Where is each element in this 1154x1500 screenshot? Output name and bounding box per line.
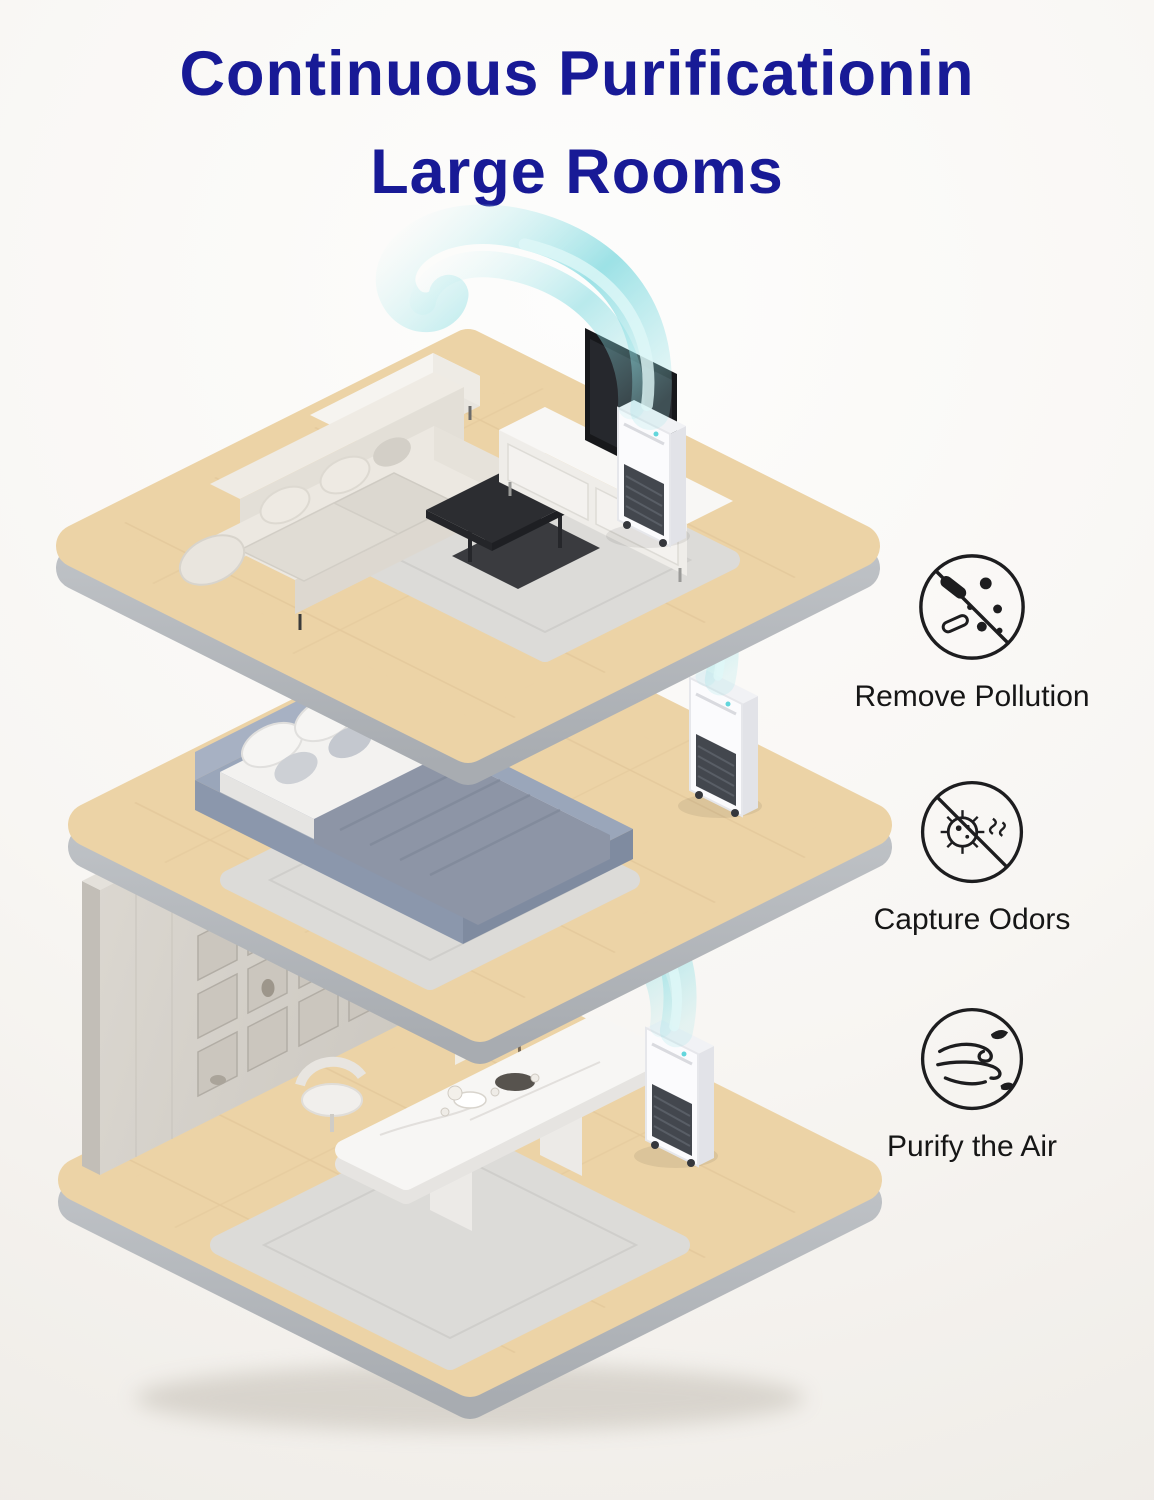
throw-pillow — [319, 455, 371, 495]
title-line-2: Large Rooms — [370, 136, 784, 207]
armrest — [178, 534, 246, 586]
floor-living-room — [56, 213, 880, 785]
chair — [295, 1056, 367, 1132]
rug-border — [261, 1150, 639, 1340]
drawer — [507, 442, 589, 522]
floor-bedroom — [68, 528, 892, 1064]
throw-pillow — [259, 485, 311, 525]
tea-set — [440, 1073, 540, 1117]
page-title: Continuous Purificationin Large Rooms — [0, 26, 1154, 221]
tea-room-rug — [210, 1120, 690, 1370]
seat-cushion — [238, 502, 400, 582]
blanket — [314, 753, 610, 925]
bed — [195, 667, 633, 944]
throw-pillow — [373, 437, 411, 467]
title-line-1: Continuous Purificationin — [179, 39, 975, 109]
